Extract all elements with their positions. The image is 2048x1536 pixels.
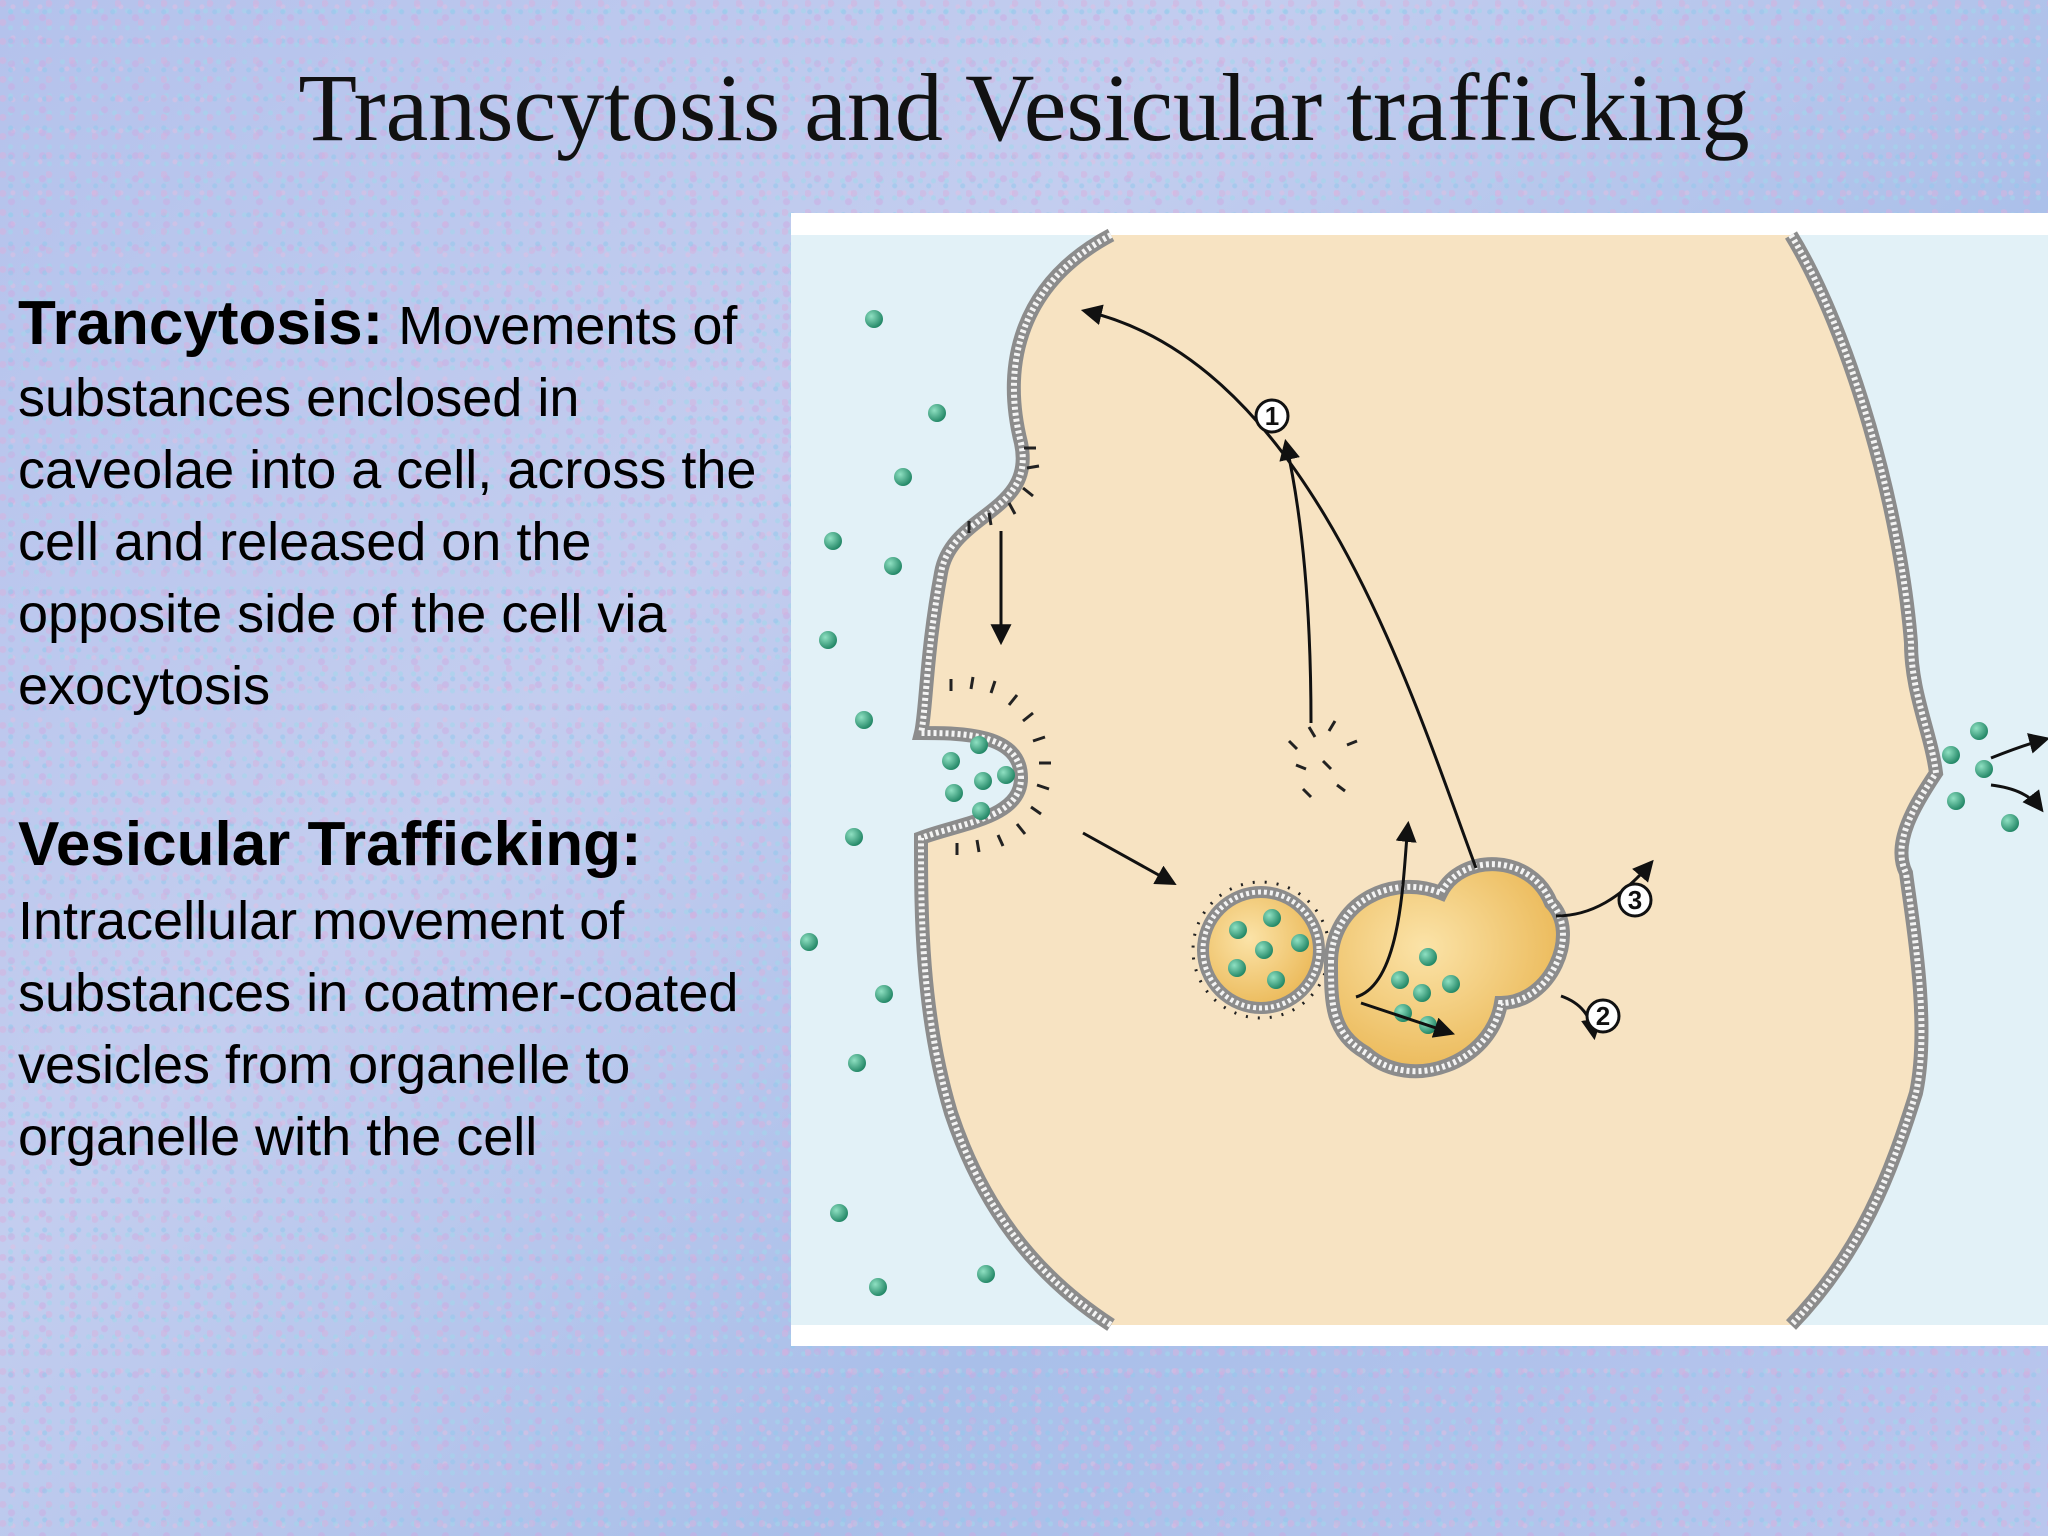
transcytosis-diagram: 1 2 3 xyxy=(791,213,2048,1346)
svg-text:2: 2 xyxy=(1596,1001,1610,1031)
extracellular-particles-left xyxy=(800,310,995,1296)
arrow-pathway-2 xyxy=(1560,994,1602,1041)
step-label-3: 3 xyxy=(1617,882,1653,918)
arrow-coat-recycle xyxy=(1279,438,1313,724)
released-coat-proteins xyxy=(1287,720,1358,799)
vesicular-trafficking-definition: Vesicular Trafficking: Intracellular mov… xyxy=(18,805,788,1173)
caveola-cargo xyxy=(942,736,1015,820)
arrow-to-endosome xyxy=(1360,1001,1455,1038)
arrow-pathway-3 xyxy=(1555,859,1654,918)
step-label-1: 1 xyxy=(1254,398,1290,434)
transcytosis-term: Trancytosis xyxy=(18,289,363,358)
vesicular-trafficking-term: Vesicular Trafficking: xyxy=(18,810,642,879)
arrow-to-vesicle xyxy=(1082,831,1177,886)
arrow-release-1 xyxy=(1990,733,2048,760)
coated-vesicle xyxy=(1191,880,1331,1020)
diagram-canvas: 1 2 3 xyxy=(791,228,2048,1331)
plasma-membrane-right-inner xyxy=(1788,233,1940,1328)
svg-text:3: 3 xyxy=(1628,885,1642,915)
pathway-arrows xyxy=(990,304,2048,1041)
step-label-2: 2 xyxy=(1585,998,1621,1034)
released-particles-right xyxy=(1942,722,2019,832)
vesicular-trafficking-text: Intracellular movement of substances in … xyxy=(18,891,739,1167)
caveola-coat-pit xyxy=(949,676,1051,855)
arrow-pathway-1 xyxy=(1080,304,1478,869)
slide-title: Transcytosis and Vesicular trafficking xyxy=(298,54,1750,161)
plasma-membrane-left-inner xyxy=(917,232,1113,1328)
arrow-release-2 xyxy=(1990,783,2044,813)
svg-text:1: 1 xyxy=(1265,401,1279,431)
cell-cytoplasm xyxy=(921,235,1936,1325)
transcytosis-term-colon: : xyxy=(362,289,384,358)
transcytosis-text: Movements of substances enclosed in cave… xyxy=(18,296,757,716)
transcytosis-definition: Trancytosis: Movements of substances enc… xyxy=(18,288,788,722)
arrow-uncoating xyxy=(1355,820,1417,999)
endosome xyxy=(1323,857,1570,1079)
caveola-coat-top xyxy=(967,446,1040,533)
